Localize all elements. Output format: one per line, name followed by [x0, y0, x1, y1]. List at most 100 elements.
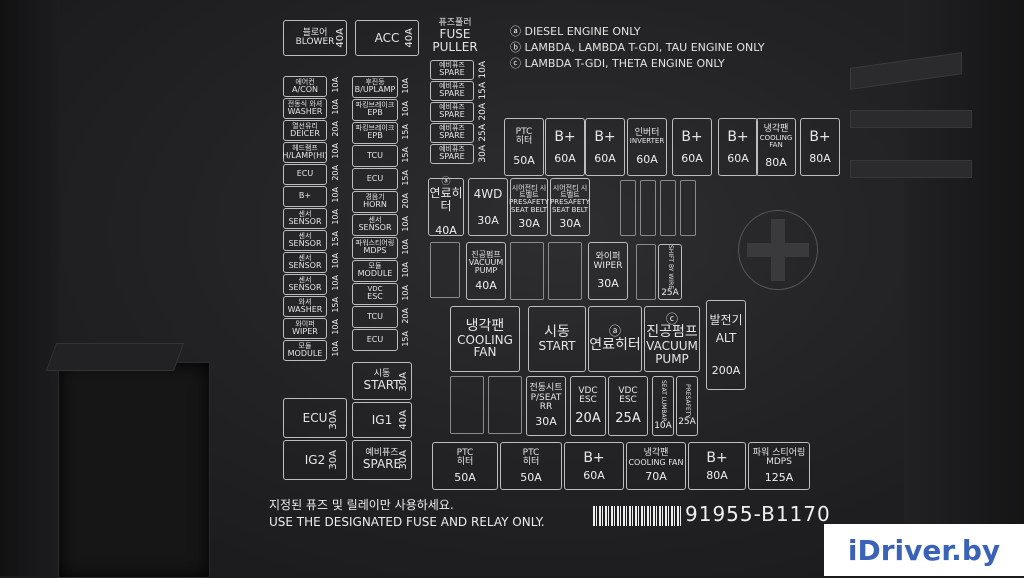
fuse-4wd: 4WD 30A	[468, 178, 508, 236]
empty-slot	[488, 376, 522, 434]
fuse-ecu-30a: ECU	[283, 398, 347, 438]
mid-col-amp: 15A	[401, 124, 410, 140]
fuse-ig1: IG1	[352, 402, 412, 438]
ecu-30a-amp: 30A	[328, 410, 339, 430]
fuse-upper-row: B+60A	[545, 118, 585, 176]
warning-korean: 지정된 퓨즈 및 릴레이만 사용하세요.	[269, 498, 454, 512]
mid-col-amp: 10A	[401, 239, 410, 255]
mid-col-amp: 10A	[401, 101, 410, 117]
acc-amp: 40A	[404, 28, 415, 48]
left-col-amp: 15A	[331, 231, 340, 247]
mid-col-amp: 15A	[401, 170, 410, 186]
spare-amp: 20A	[478, 103, 488, 121]
watermark-badge: iDriver.by	[824, 524, 1024, 576]
fuse-upper-row: B+60A	[585, 118, 625, 176]
mid-col-amp: 10A	[401, 285, 410, 301]
cover-ridge	[850, 160, 972, 178]
fuse-puller[interactable]: 퓨즈풀러 FUSE PULLER	[432, 17, 478, 54]
part-number: 91955-B1170	[685, 502, 831, 526]
spare-amp: 10A	[478, 61, 488, 79]
empty-slot	[510, 242, 544, 300]
fuse-ig2: IG2	[283, 440, 347, 480]
start-amp: 30A	[398, 372, 409, 392]
spare-amp: 25A	[478, 124, 488, 142]
fuse-vdc-esc-20a: VDC ESC 20A	[570, 376, 606, 436]
left-col-amp: 10A	[331, 319, 340, 335]
left-col-amp: 10A	[331, 275, 340, 291]
left-col-amp: 20A	[331, 165, 340, 181]
left-col-amp: 10A	[331, 209, 340, 225]
ground-bolt-mark	[738, 210, 818, 290]
cover-latch-block	[45, 343, 210, 578]
fuse-upper-row: B+60A	[672, 118, 712, 176]
mid-col-amp: 20A	[401, 308, 410, 324]
fuse-blower: 블로어 BLOWER	[283, 20, 347, 56]
empty-slot	[680, 180, 696, 236]
mid-col-amp: 10A	[401, 216, 410, 232]
ig2-amp: 30A	[328, 450, 339, 470]
relay-cooling-fan: 냉각팬 COOLING FAN	[450, 306, 520, 372]
fuse-upper-row: B+60A	[718, 118, 758, 176]
fuse-presafety-belt-2: 시어전티 시트벨트 PRESAFETY SEAT BELT 30A	[550, 178, 590, 236]
fuse-acc: ACC	[355, 20, 419, 56]
mid-col-amp: 10A	[401, 78, 410, 94]
spare-30a-amp: 30A	[398, 450, 409, 470]
fuse-presafety-belt-1: 시어전티 시트벨트 PRESAFETY SEAT BELT 30A	[509, 178, 549, 236]
empty-slot	[548, 242, 582, 300]
left-col-amp: 10A	[331, 99, 340, 115]
fuse-fuel-heater: ⓐ 연료히터 40A	[428, 176, 464, 237]
fuse-left-col: B+	[283, 186, 327, 207]
note-a: ⓐ DIESEL ENGINE ONLY	[510, 25, 641, 38]
empty-slot	[430, 242, 460, 298]
watermark-text: iDriver.by	[847, 533, 1001, 567]
fuse-alt: 발전기 ALT 200A	[706, 300, 746, 390]
fuse-start-30a: 시동 START	[352, 362, 412, 400]
note-b: ⓑ LAMBDA, LAMBDA T-GDI, TAU ENGINE ONLY	[510, 41, 765, 54]
cover-ridge	[850, 110, 972, 128]
empty-slot	[620, 180, 636, 236]
empty-slot	[640, 180, 656, 236]
fuse-shift-by-wire: SHIFT BY WIRE 25A	[658, 244, 682, 300]
warning-english: USE THE DESIGNATED FUSE AND RELAY ONLY.	[269, 515, 545, 529]
left-col-amp: 10A	[331, 253, 340, 269]
fuse-presafety-rr: PRESAFETY 25A	[676, 376, 698, 436]
fuse-mid-col: ECU	[352, 329, 398, 351]
fuse-upper-row: B+80A	[800, 118, 840, 176]
ig1-amp: 40A	[398, 410, 409, 430]
fuse-vdc-esc-25a: VDC ESC 25A	[608, 376, 648, 436]
left-col-amp: 10A	[331, 77, 340, 93]
mid-col-amp: 15A	[401, 331, 410, 347]
fuse-mid-col: TCU	[352, 306, 398, 328]
engine-notes: ⓐ DIESEL ENGINE ONLY ⓑ LAMBDA, LAMBDA T-…	[510, 24, 765, 72]
fuse-left-col: ECU	[283, 164, 327, 185]
left-shadow-edge	[0, 0, 60, 576]
fuse-bottom-row: B+60A	[564, 442, 624, 490]
empty-slot	[636, 244, 656, 300]
